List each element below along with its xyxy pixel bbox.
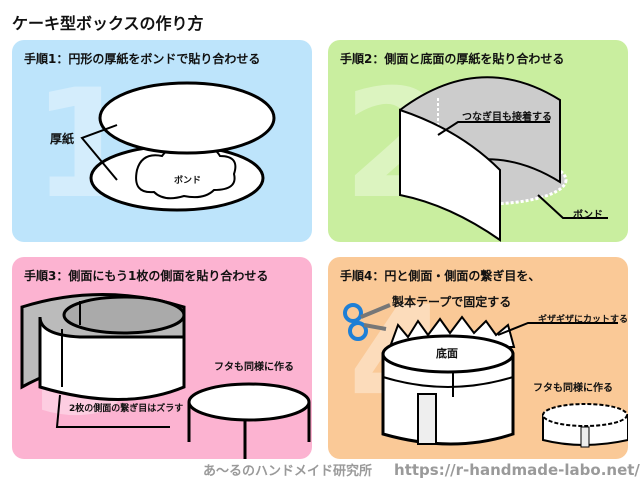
lid-label: フタも同様に作る (214, 362, 294, 373)
double-side-illustration (20, 293, 311, 459)
step-4-heading-line2: 製本テープで固定する (392, 295, 512, 309)
step-3-panel: 3 2枚の側面の繋ぎ目はズラす フタも同様に作る 手順3：側面にもう1枚の側面を… (12, 257, 312, 459)
bottom-label: 底面 (436, 347, 458, 360)
step-2-panel: 2 つなぎ目も接着する ボンド 手順2：側面と底面の厚紙を貼り合わせる (328, 40, 628, 242)
offset-seam-label: 2枚の側面の繋ぎ目はズラす (69, 404, 184, 414)
taped-box-illustration (343, 303, 628, 448)
side-and-bottom-illustration (399, 76, 608, 242)
page-title: ケーキ型ボックスの作り方 (12, 14, 204, 33)
step-1-heading: 手順1：円形の厚紙をボンドで貼り合わせる (24, 52, 261, 66)
site-url[interactable]: https://r-handmade-labo.net/ (394, 461, 640, 479)
bond-label: ボンド (174, 176, 202, 186)
cardboard-label: 厚紙 (50, 132, 75, 146)
footer-credit: あ～るのハンドメイド研究所 https://r-handmade-labo.net… (203, 460, 640, 479)
step-3-heading: 手順3：側面にもう1枚の側面を貼り合わせる (24, 269, 269, 283)
step-1-panel: 1 厚紙 ボンド 手順1：円形の厚紙をボンドで貼り合わせる (12, 40, 312, 242)
bond-label: ボンド (573, 210, 603, 221)
cardboard-circles-illustration (80, 81, 276, 212)
step-4-panel: 4 底面 ギザギザにカットする フタも同様に作る 手順4：円と側面・側面の繋ぎ目… (328, 257, 628, 459)
cut-zigzag-label: ギザギザにカットする (538, 315, 628, 325)
seam-label: つなぎ目も接着する (462, 112, 552, 123)
step-2-heading: 手順2：側面と底面の厚紙を貼り合わせる (340, 52, 565, 66)
site-name: あ～るのハンドメイド研究所 (203, 464, 373, 479)
step-4-heading: 手順4：円と側面・側面の繋ぎ目を、 (340, 269, 541, 283)
scissors-icon (343, 303, 391, 341)
lid-label: フタも同様に作る (533, 383, 613, 394)
